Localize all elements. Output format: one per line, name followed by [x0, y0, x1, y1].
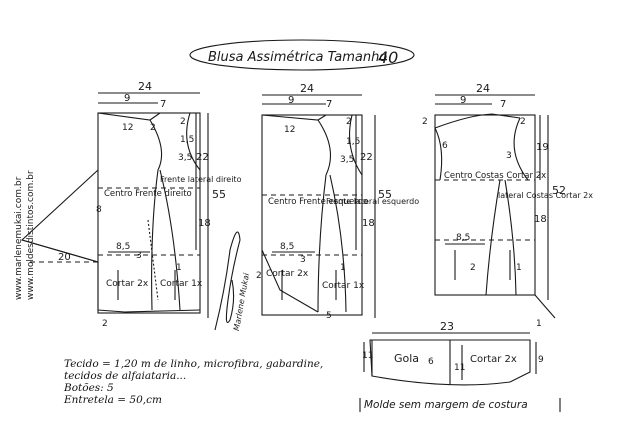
bk-width: 24 [476, 82, 490, 95]
bk-m1: 1 [516, 263, 522, 273]
buttons-text: Botões: 5 [64, 382, 114, 394]
fl-m5: 5 [326, 311, 332, 321]
fr-m20: 20 [58, 252, 71, 263]
fr-width: 24 [138, 80, 152, 93]
bk-m18: 18 [534, 214, 547, 225]
interfacing-text: Entretela = 50,cm [64, 394, 162, 406]
bk-m2b: 2 [520, 117, 526, 127]
fr-m3: 3 [136, 251, 142, 261]
margin-note: Molde sem margem de costura [364, 399, 528, 411]
fl-m3: 3 [300, 255, 306, 265]
bk-label-side: lateral Costas Cortar 2x [498, 191, 593, 200]
fl-m12: 12 [284, 125, 295, 135]
fr-m2a: 2 [150, 123, 156, 133]
fl-m8_5: 8,5 [280, 242, 294, 252]
fr-label-center: Centro Frente direito [104, 189, 192, 199]
fl-m22: 22 [360, 152, 373, 163]
fr-m1_5: 1,5 [180, 135, 194, 145]
fl-neck: 7 [326, 99, 332, 110]
fr-m22: 22 [196, 152, 209, 163]
fl-m18: 18 [362, 218, 375, 229]
fl-m3_5: 3,5 [340, 155, 354, 165]
fr-m12: 12 [122, 123, 133, 133]
fr-neck: 7 [160, 99, 166, 110]
title-text: Blusa Assimétrica Tamanho [208, 50, 387, 65]
fl-shoulder: 9 [288, 95, 294, 106]
fl-label-center: Centro Frente esquerdo [268, 197, 368, 207]
fr-m1: 1 [176, 263, 182, 273]
fl-m2: 2 [256, 271, 262, 281]
fl-cut-center: Cortar 2x [266, 269, 309, 279]
bk-neck: 7 [500, 99, 506, 110]
bk-m52: 52 [552, 184, 566, 197]
col-m11b: 11 [454, 363, 465, 373]
fr-m3_5: 3,5 [178, 153, 192, 163]
side-url-2: www.moldesdistintos.com.br [26, 170, 36, 300]
back-piece [434, 94, 556, 319]
side-url-1: www.marlenemukai.com.br [14, 176, 24, 300]
col-m9: 9 [538, 355, 544, 365]
fr-m8: 8 [96, 205, 102, 215]
bk-label-center: Centro Costas Cortar 2x [444, 171, 546, 181]
fabric-text: Tecido = 1,20 m de linho, microfibra, ga… [64, 358, 324, 382]
bk-m3: 3 [506, 151, 512, 161]
fr-m18: 18 [198, 218, 211, 229]
bk-m2: 2 [470, 263, 476, 273]
col-label: Gola [394, 352, 419, 365]
collar-piece [363, 332, 537, 386]
fabric-notes: Tecido = 1,20 m de linho, microfibra, ga… [64, 358, 334, 406]
fr-m55: 55 [212, 188, 226, 201]
col-width: 23 [440, 320, 454, 333]
title-size: 40 [378, 48, 398, 67]
fl-m1: 1 [340, 263, 346, 273]
fl-cut-side: Cortar 1x [322, 281, 365, 291]
fr-shoulder: 9 [124, 93, 130, 104]
fr-cut-center: Cortar 2x [106, 279, 149, 289]
fr-label-side: Frente lateral direito [160, 175, 242, 184]
bk-m2a: 2 [422, 117, 428, 127]
fl-m2a: 2 [346, 117, 352, 127]
fl-width: 24 [300, 82, 314, 95]
bk-m8_5: 8,5 [456, 233, 470, 243]
title-oval [189, 39, 415, 71]
front-left-piece [261, 94, 376, 318]
bk-m6: 6 [442, 141, 448, 151]
bk-shoulder: 9 [460, 95, 466, 106]
signature-scribble [214, 231, 241, 331]
col-corner: 1 [536, 319, 542, 329]
front-right-piece [20, 92, 209, 318]
fr-m8_5: 8,5 [116, 242, 130, 252]
fr-m2c: 2 [102, 319, 108, 329]
fl-label-side: Frente lateral esquerdo [326, 197, 419, 206]
col-m6: 6 [428, 357, 434, 367]
fl-m1_5: 1,5 [346, 137, 360, 147]
col-m11: 11 [362, 351, 373, 361]
col-cut: Cortar 2x [470, 354, 517, 365]
fr-m2b: 2 [180, 117, 186, 127]
fr-cut-side: Cortar 1x [160, 279, 203, 289]
fl-m55: 55 [378, 188, 392, 201]
bk-m19: 19 [536, 142, 549, 153]
